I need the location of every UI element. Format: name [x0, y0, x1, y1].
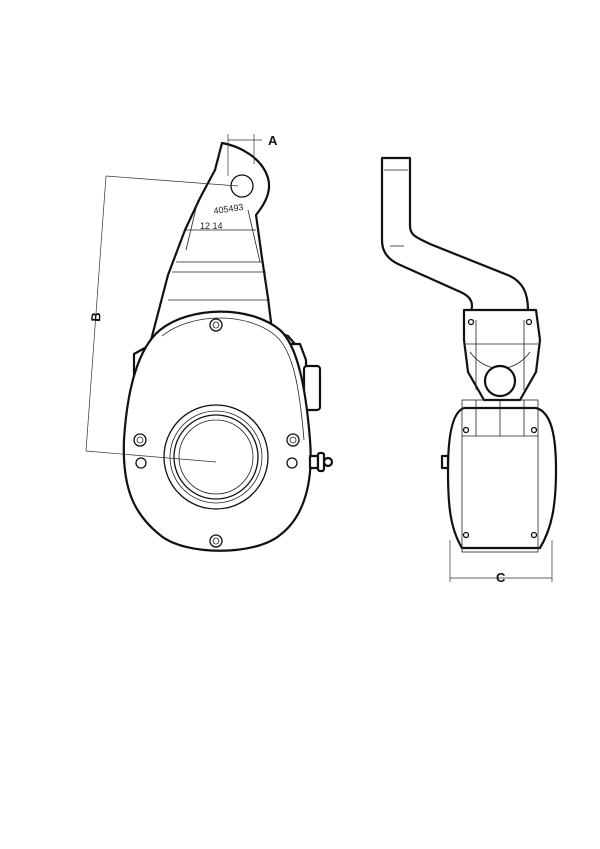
side-grease-boss [440, 454, 450, 470]
dimension-c: C [449, 540, 553, 585]
dimension-a-label: A [268, 133, 278, 148]
grease-nipple [308, 451, 334, 473]
date-code-stamp: 12 14 [200, 221, 223, 231]
side-arm [380, 156, 530, 324]
spline-bore [173, 414, 259, 500]
dimension-a: A [227, 133, 278, 176]
bolt-hole [133, 433, 147, 447]
side-housing [446, 406, 558, 550]
part-number-stamp: 405493 [213, 202, 244, 216]
bolt-hole [135, 457, 147, 469]
dimension-b-label: B [88, 312, 104, 322]
bolt-hole [286, 433, 300, 447]
clevis-hole [230, 174, 254, 198]
side-view [380, 156, 558, 553]
bolt-hole [209, 534, 223, 548]
bolt-hole [286, 457, 298, 469]
dimension-c-label: C [496, 570, 506, 585]
adjuster-nut [483, 364, 517, 398]
bolt-hole [209, 318, 223, 332]
front-view: 405493 12 14 [122, 141, 334, 552]
dimension-b: B [85, 175, 239, 463]
